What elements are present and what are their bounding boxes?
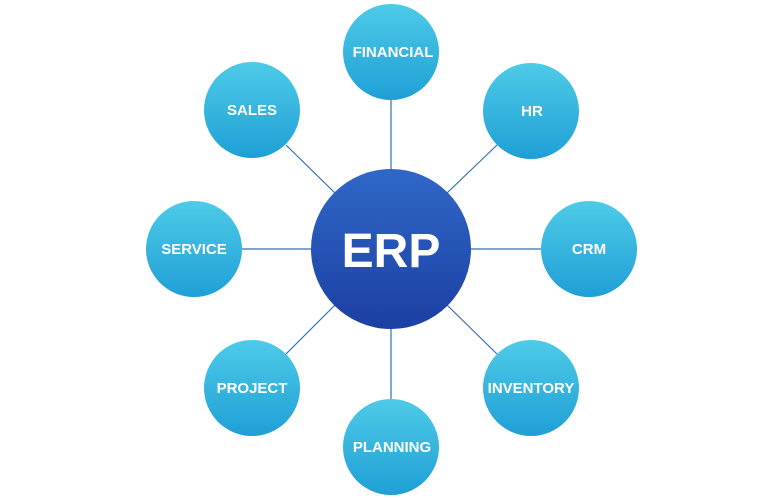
connector-inventory xyxy=(446,304,498,355)
erp-hub[interactable]: ERP xyxy=(311,169,471,329)
module-node-inventory[interactable]: INVENTORY xyxy=(483,340,579,436)
connector-hr xyxy=(446,144,498,194)
module-node-crm[interactable]: CRM xyxy=(541,201,637,297)
module-label: SERVICE xyxy=(161,241,227,258)
module-label: FINANCIAL xyxy=(353,44,434,61)
module-label: INVENTORY xyxy=(488,380,575,397)
hub-label: ERP xyxy=(342,225,441,278)
module-label: PROJECT xyxy=(217,380,288,397)
module-node-hr[interactable]: HR xyxy=(483,63,579,159)
module-node-sales[interactable]: SALES xyxy=(204,62,300,158)
module-label: CRM xyxy=(572,241,606,258)
module-node-planning[interactable]: PLANNING xyxy=(343,399,439,495)
module-label: HR xyxy=(521,103,543,120)
module-node-financial[interactable]: FINANCIAL xyxy=(343,4,439,100)
connector-sales xyxy=(285,144,336,194)
module-node-project[interactable]: PROJECT xyxy=(204,340,300,436)
module-node-service[interactable]: SERVICE xyxy=(146,201,242,297)
module-label: PLANNING xyxy=(353,439,431,456)
connector-project xyxy=(285,304,336,355)
connectors xyxy=(242,99,541,400)
module-label: SALES xyxy=(227,102,277,119)
